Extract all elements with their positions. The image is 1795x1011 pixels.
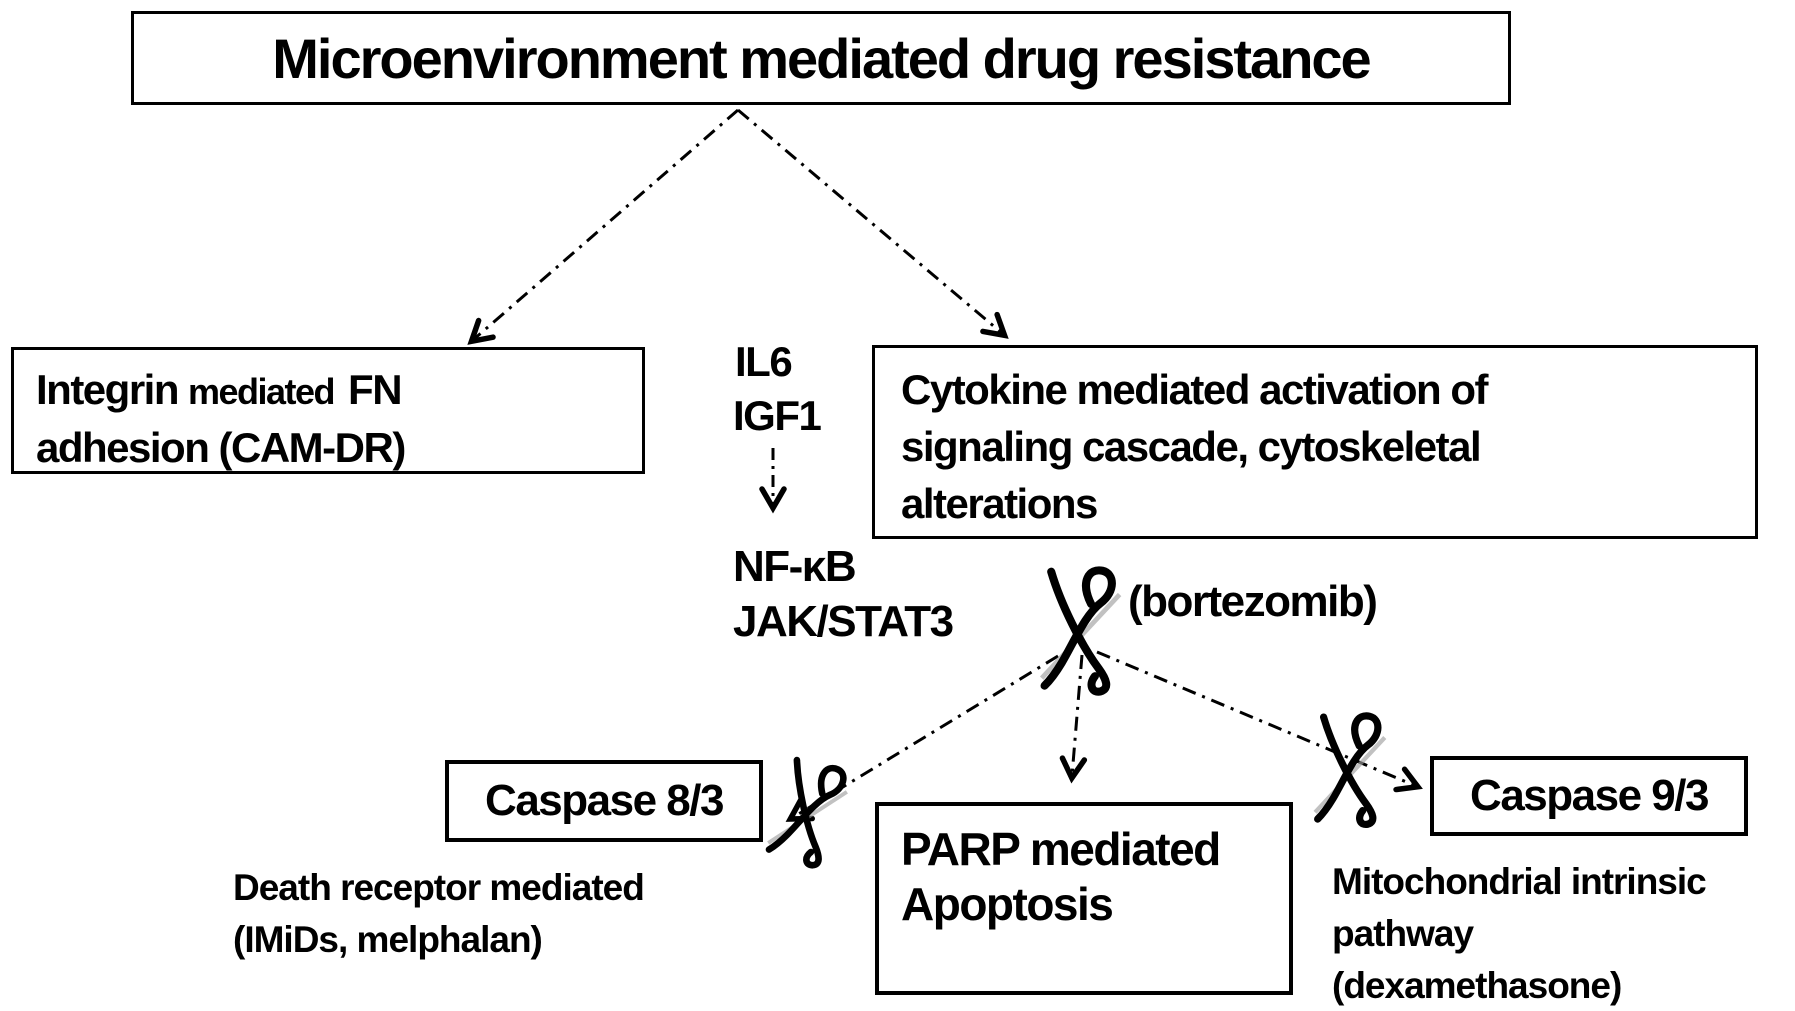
integrin-word: Integrin [36,366,180,413]
parp-line2: Apoptosis [901,878,1114,930]
death-receptor-note: Death receptor mediated (IMiDs, melphala… [233,862,645,966]
cytokine-activation-box: Cytokine mediated activation of signalin… [872,345,1758,539]
title-box: Microenvironment mediated drug resistanc… [131,11,1511,105]
nfkb-label: NF-κB [733,542,857,591]
arrow-title-to-integrin [467,108,739,345]
igf1-label: IGF1 [733,392,822,439]
cytokine-line2: signaling cascade, cytoskeletal [901,423,1482,470]
cytokine-line1: Cytokine mediated activation of [901,366,1488,413]
jak-stat3-label: JAK/STAT3 [733,597,954,646]
mediated-word: mediated [188,371,336,412]
scissors-cut-icon-bortezomib [1042,570,1120,691]
parp-apoptosis-box: PARP mediated Apoptosis [875,802,1293,995]
caspase-8-3-box: Caspase 8/3 [445,760,763,842]
fn-word: FN [348,366,403,413]
il6-label: IL6 [735,338,793,385]
mitochondrial-line3: (dexamethasone) [1332,965,1622,1006]
mitochondrial-pathway-note: Mitochondrial intrinsic pathway (dexamet… [1332,856,1707,1011]
caspase-9-3-box: Caspase 9/3 [1430,756,1748,836]
mitochondrial-line1: Mitochondrial intrinsic [1332,861,1707,902]
integrin-line2: adhesion (CAM-DR) [36,424,406,471]
death-receptor-line1: Death receptor mediated [233,867,645,908]
caspase-9-3-label: Caspase 9/3 [1470,771,1709,820]
arrow-bortezomib-to-parp [1059,654,1088,784]
caspase-8-3-label: Caspase 8/3 [485,776,724,825]
page-title: Microenvironment mediated drug resistanc… [272,26,1371,90]
arrow-title-to-cytokine [737,108,1009,339]
scissors-cut-icon-left [766,757,852,869]
death-receptor-line2: (IMiDs, melphalan) [233,919,543,960]
scissors-cut-icon-right [1315,716,1385,825]
cytokine-line3: alterations [901,480,1098,527]
bortezomib-label: (bortezomib) [1128,577,1378,626]
mitochondrial-line2: pathway [1332,913,1474,954]
parp-line1: PARP mediated [901,823,1221,875]
